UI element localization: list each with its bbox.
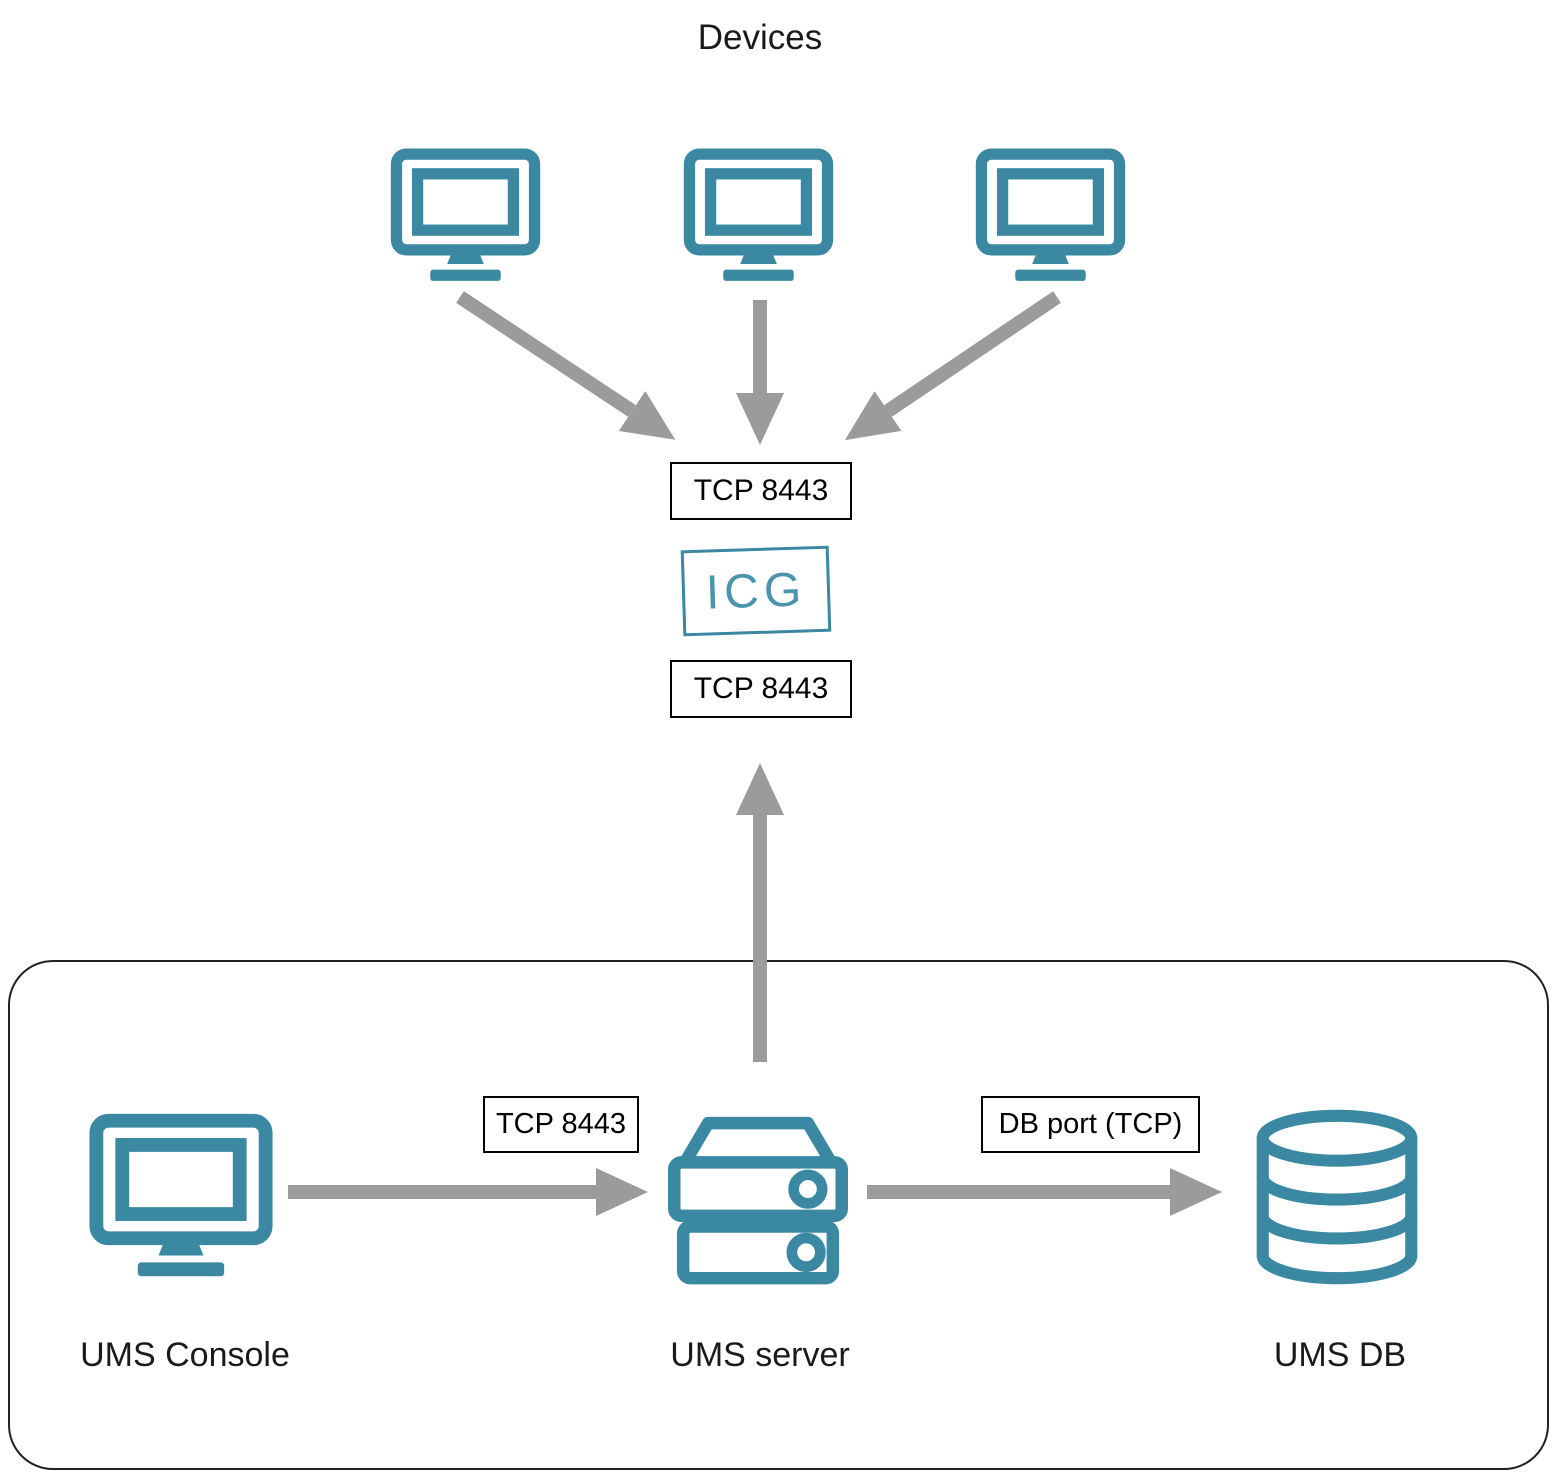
ums-console-label: UMS Console [80,1336,290,1374]
monitor-icon [973,147,1128,288]
icg-label: ICG [705,562,807,620]
monitor-icon [86,1112,276,1285]
device-node-1 [388,147,543,288]
arrow-device3-to-icg [844,291,1061,441]
port-label-server-to-db: DB port (TCP) [981,1096,1200,1153]
ums-db-node [1242,1102,1432,1292]
ums-console-node [86,1112,276,1285]
ums-server-node [660,1100,856,1296]
database-icon [1242,1102,1432,1292]
device-node-3 [973,147,1128,288]
monitor-icon [681,147,836,288]
port-label-devices-to-icg: TCP 8443 [670,462,852,520]
device-node-2 [681,147,836,288]
monitor-icon [388,147,543,288]
ums-server-label: UMS server [670,1336,850,1374]
server-icon [660,1100,856,1296]
arrow-device1-to-icg [456,291,676,440]
port-label-console-to-server: TCP 8443 [483,1096,639,1153]
diagram-title: Devices [697,18,823,57]
ums-network-zone [8,960,1549,1470]
port-label-icg-from-ums: TCP 8443 [670,660,852,718]
icg-gateway: ICG [680,545,832,637]
ums-db-label: UMS DB [1273,1336,1407,1374]
